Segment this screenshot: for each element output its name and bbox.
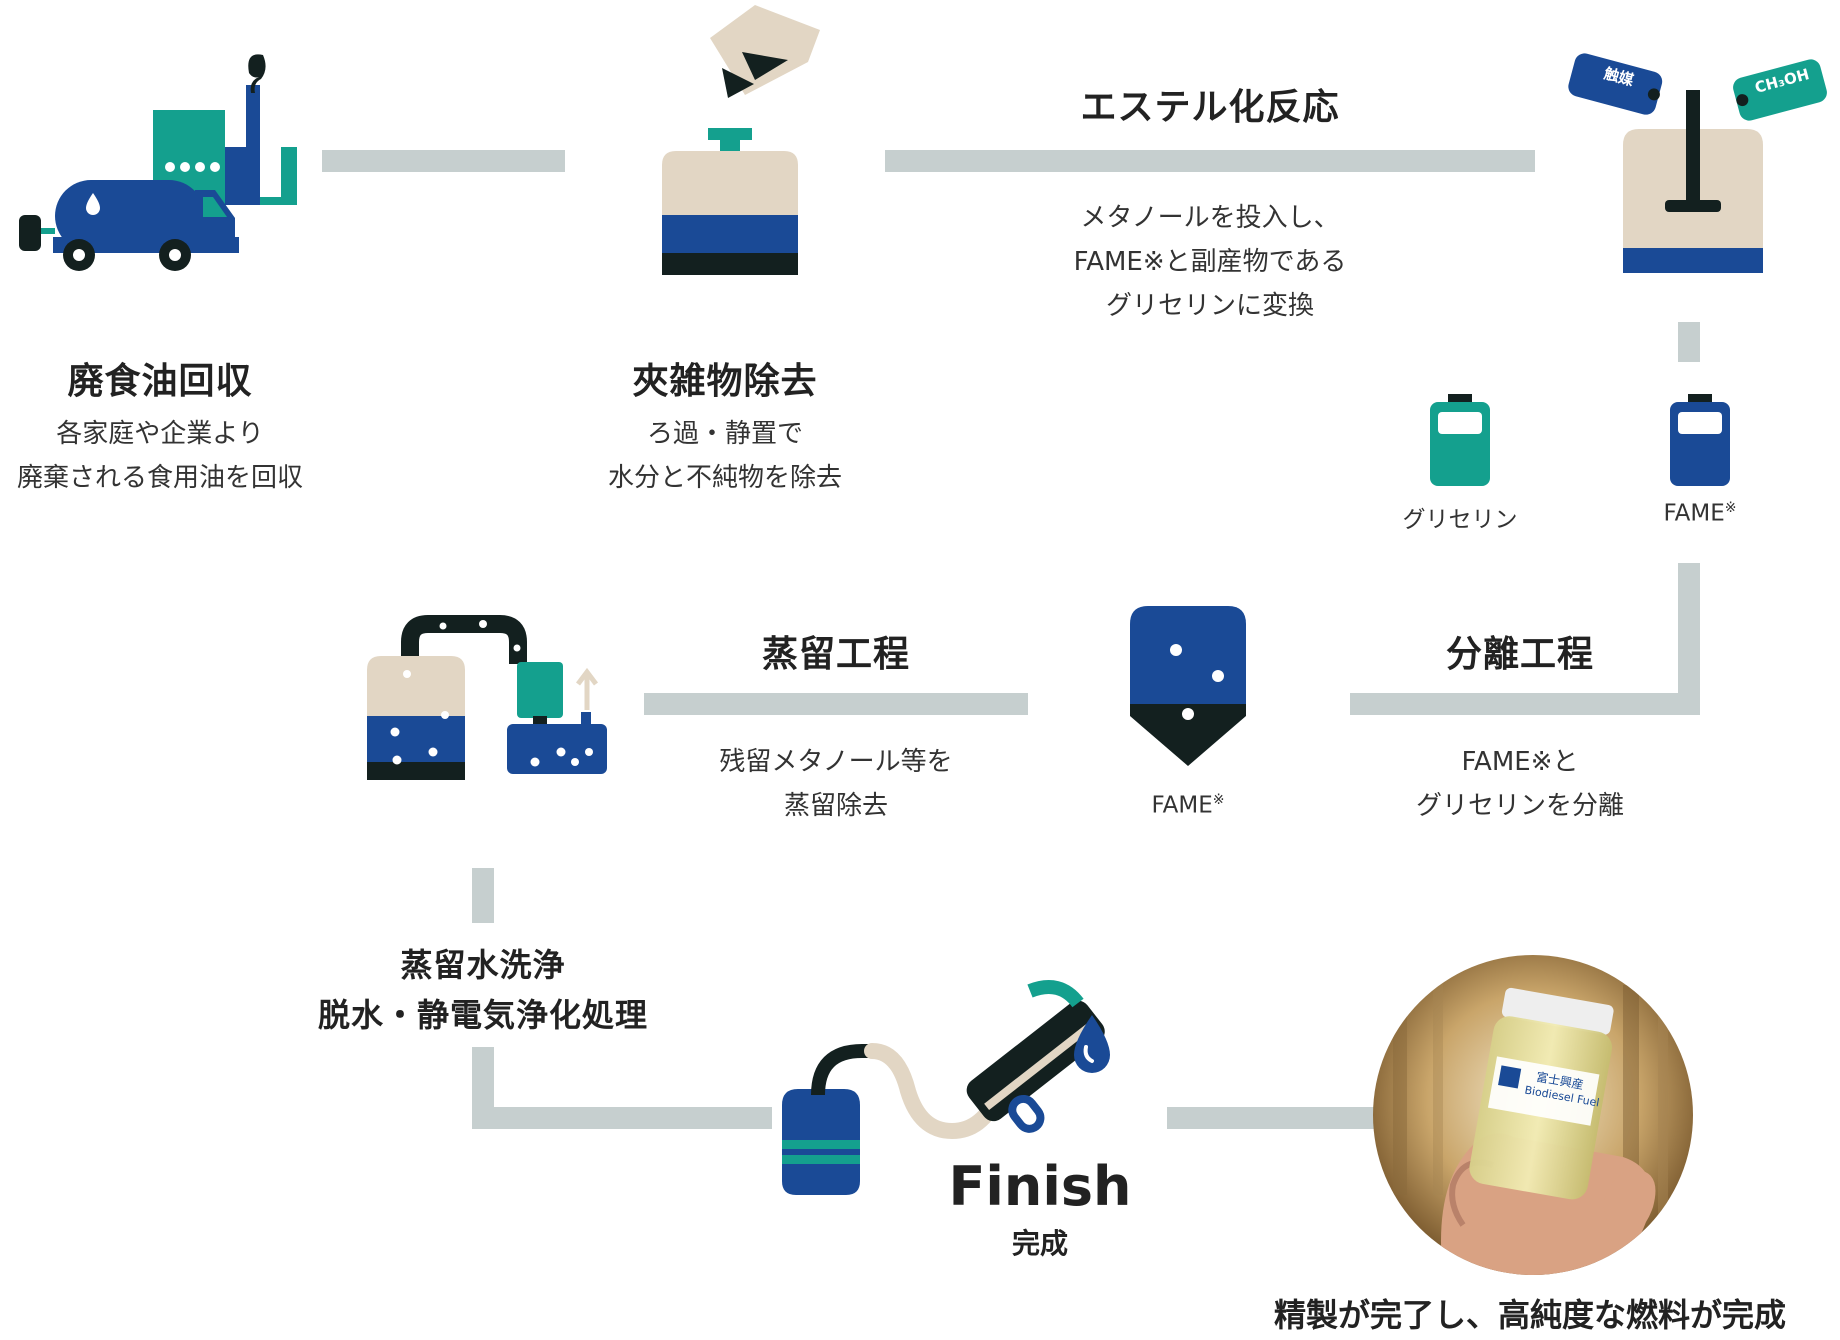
- fame-top-text: FAME: [1663, 500, 1725, 527]
- connector-ester-down: [1678, 322, 1700, 362]
- separation-line-1: FAME※と: [1461, 747, 1579, 777]
- wash-line-2: 脱水・静電気浄化処理: [317, 996, 648, 1034]
- connector-impurity-ester: [885, 150, 1535, 172]
- fame-middle-label: FAME※: [1118, 792, 1258, 819]
- separation-line-2: グリセリンを分離: [1415, 791, 1624, 821]
- collection-line-1: 各家庭や企業より: [56, 419, 264, 449]
- fame-top-label: FAME※: [1630, 500, 1770, 527]
- ester-line-3: グリセリンに変換: [1105, 291, 1314, 321]
- separation-description: FAME※と グリセリンを分離: [1360, 740, 1680, 828]
- connector-wash-finish: [472, 1107, 772, 1129]
- connector-fame-down: [1678, 563, 1700, 713]
- ester-line-1: メタノールを投入し、: [1080, 203, 1340, 233]
- fame-top-mark: ※: [1724, 500, 1737, 516]
- collection-title: 廃食油回収: [67, 361, 253, 402]
- fuel-pump-nozzle-icon: [782, 980, 1110, 1195]
- connector-separation-horizontal: [1350, 693, 1700, 715]
- impurity-description: ろ過・静置で 水分と不純物を除去: [565, 412, 885, 500]
- fame-middle-mark: ※: [1212, 792, 1225, 808]
- filter-tank-icon: [662, 5, 820, 275]
- finish-title: Finish: [948, 1155, 1132, 1218]
- connector-distill-horizontal: [644, 693, 1028, 715]
- fame-middle-text: FAME: [1151, 792, 1213, 819]
- impurity-title: 夾雑物除去: [632, 361, 818, 402]
- collection-line-2: 廃棄される食用油を回収: [16, 463, 303, 493]
- wash-title: 蒸留水洗浄 脱水・静電気浄化処理: [290, 940, 676, 1040]
- glycerin-bottle-icon: [1430, 394, 1490, 486]
- ester-title: エステル化反応: [1080, 87, 1340, 128]
- ester-description: メタノールを投入し、 FAME※と副産物である グリセリンに変換: [1010, 196, 1410, 328]
- separation-title: 分離工程: [1445, 634, 1594, 675]
- connector-distill-down: [472, 868, 494, 923]
- reactor-tank-icon: [1568, 53, 1827, 273]
- finish-subtitle: 完成: [1011, 1227, 1068, 1260]
- biodiesel-bottle-photo: [1373, 955, 1693, 1275]
- collection-description: 各家庭や企業より 廃棄される食用油を回収: [0, 412, 320, 500]
- distill-description: 残留メタノール等を 蒸留除去: [676, 740, 996, 828]
- fame-bottle-icon: [1670, 394, 1730, 486]
- impurity-line-1: ろ過・静置で: [646, 419, 803, 449]
- connector-collection-impurity: [322, 150, 565, 172]
- truck-factory-icon: [19, 54, 297, 271]
- distill-title: 蒸留工程: [761, 634, 910, 675]
- distillation-apparatus-icon: [367, 615, 607, 780]
- distill-line-2: 蒸留除去: [783, 791, 888, 821]
- distill-line-1: 残留メタノール等を: [719, 747, 953, 777]
- impurity-line-2: 水分と不純物を除去: [607, 463, 842, 493]
- wash-line-1: 蒸留水洗浄: [400, 946, 566, 984]
- fame-funnel-icon: [1130, 606, 1246, 766]
- ester-line-2: FAME※と副産物である: [1073, 247, 1347, 277]
- connector-finish-complete: [1167, 1107, 1382, 1129]
- glycerin-label: グリセリン: [1402, 507, 1518, 533]
- complete-caption: 精製が完了し、高純度な燃料が完成: [1273, 1296, 1786, 1334]
